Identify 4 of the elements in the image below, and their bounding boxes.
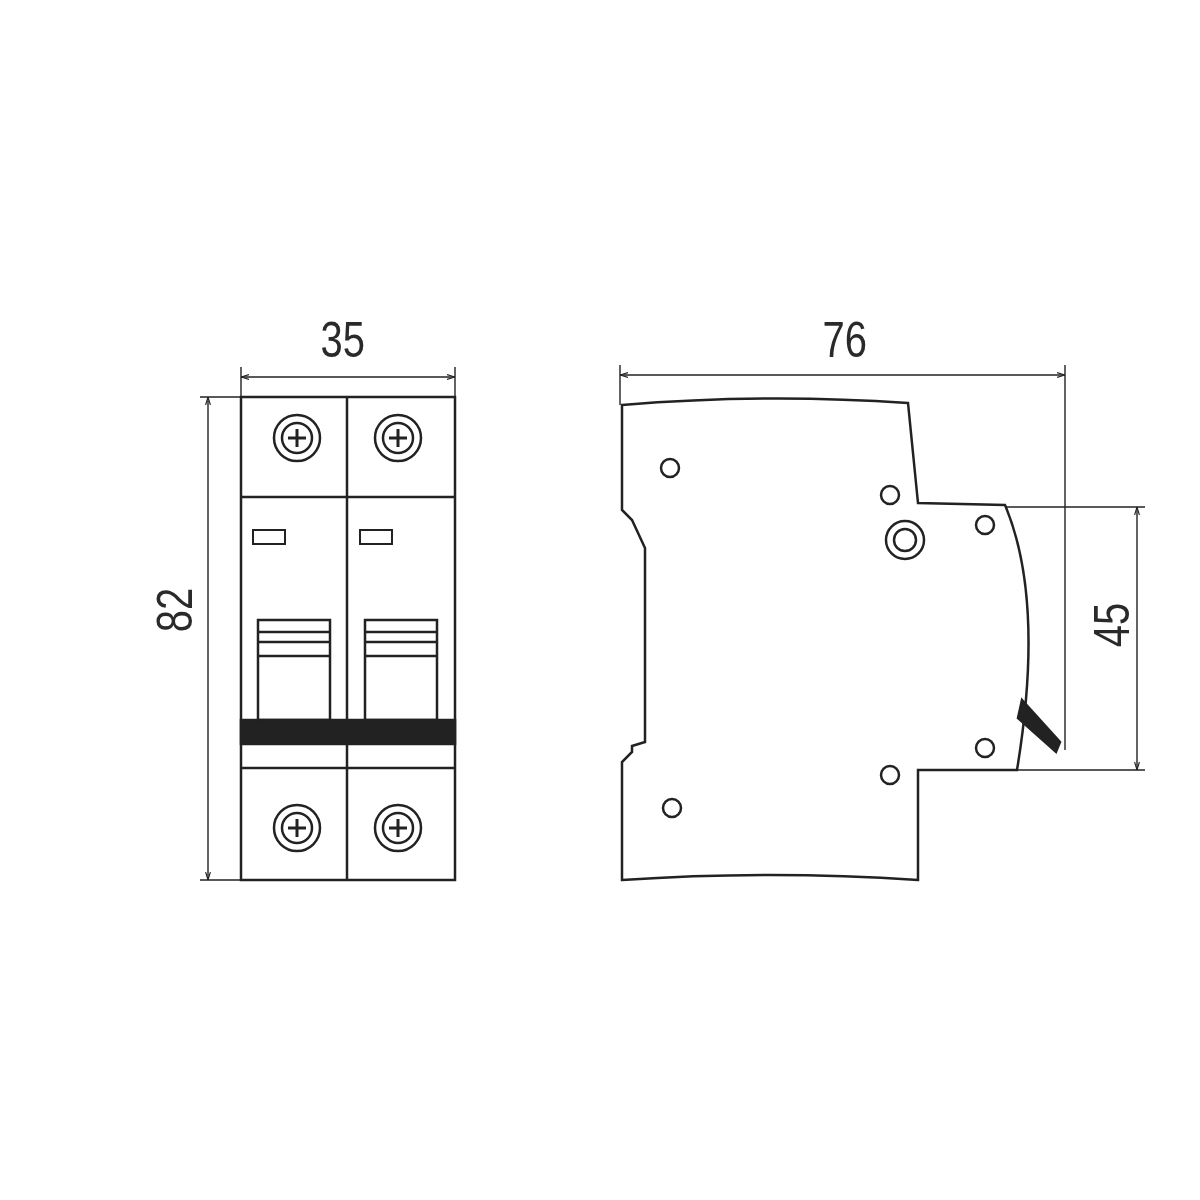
dimension-label: 35 xyxy=(320,315,366,365)
dimension-label: 82 xyxy=(149,587,200,633)
dimension-label: 45 xyxy=(1086,602,1137,648)
dimension-label: 76 xyxy=(822,315,868,365)
